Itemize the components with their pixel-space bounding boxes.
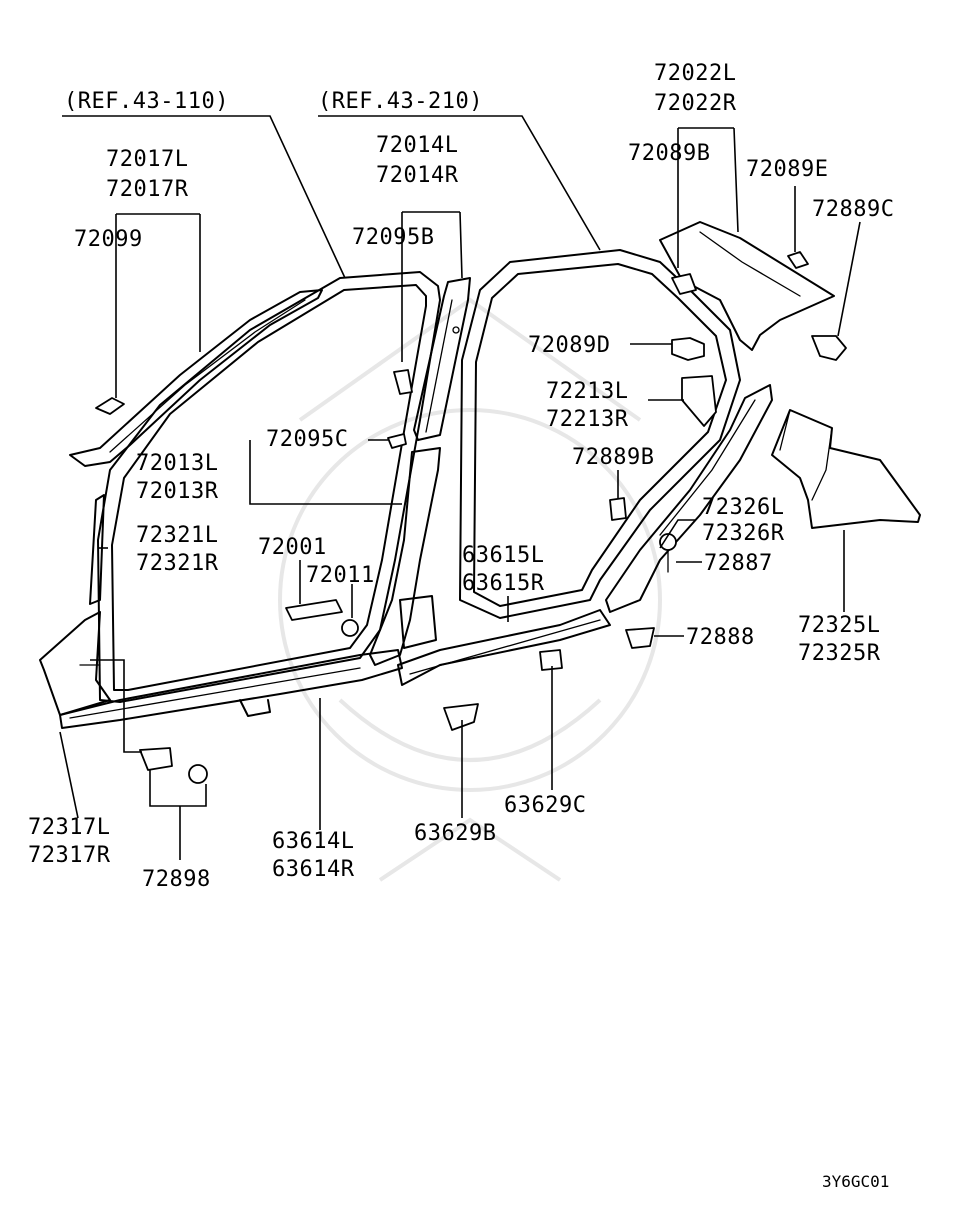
grommet-72898-a — [139, 747, 173, 771]
clip-72095b — [393, 369, 413, 395]
part-label-72321r: 72321R — [136, 551, 219, 576]
clip-63629c — [539, 649, 563, 671]
clip-72095c — [387, 433, 407, 449]
ref-label-43-110: (REF.43-110) — [64, 89, 229, 114]
b-pillar-upper-trim — [413, 277, 471, 441]
part-label-72022r: 72022R — [654, 91, 737, 116]
screw-72898-b — [188, 764, 208, 784]
part-label-72089e: 72089E — [746, 157, 828, 182]
ref-label-43-210: (REF.43-210) — [318, 89, 483, 114]
part-label-72898: 72898 — [142, 867, 211, 892]
a-pillar-trim — [69, 289, 323, 467]
clip-72089e — [787, 251, 809, 269]
cowl-side-trim — [39, 611, 111, 716]
part-label-72013l: 72013L — [136, 451, 218, 476]
part-label-72888: 72888 — [686, 625, 755, 650]
part-label-72213l: 72213L — [546, 379, 628, 404]
part-label-63614r: 63614R — [272, 857, 355, 882]
part-labels: (REF.43-110) (REF.43-210) 72022L 72022R … — [28, 61, 894, 1191]
part-label-72099: 72099 — [74, 227, 143, 252]
part-label-72011: 72011 — [306, 563, 375, 588]
quarter-lower-trim — [605, 384, 773, 613]
part-label-72326l: 72326L — [702, 495, 784, 520]
figure-code: 3Y6GC01 — [822, 1172, 889, 1191]
clip-72001 — [285, 599, 343, 621]
part-label-72887: 72887 — [704, 551, 773, 576]
clip-72888 — [625, 627, 655, 649]
bracket-72213 — [681, 375, 717, 427]
part-label-63615l: 63615L — [462, 543, 544, 568]
watermark-emblem — [278, 297, 662, 882]
part-label-72013r: 72013R — [136, 479, 219, 504]
part-label-72089d: 72089D — [528, 333, 610, 358]
part-label-72014l: 72014L — [376, 133, 458, 158]
part-label-72321l: 72321L — [136, 523, 218, 548]
part-label-72325r: 72325R — [798, 641, 881, 666]
clip-72089d — [671, 337, 705, 361]
part-label-72326r: 72326R — [702, 521, 785, 546]
part-label-72022l: 72022L — [654, 61, 736, 86]
rear-scuff-plate — [397, 609, 611, 686]
part-label-63629b: 63629B — [414, 821, 496, 846]
part-label-63629c: 63629C — [504, 793, 586, 818]
part-label-72317l: 72317L — [28, 815, 110, 840]
part-label-72317r: 72317R — [28, 843, 111, 868]
part-label-72095c: 72095C — [266, 427, 348, 452]
clip-72889c — [811, 335, 847, 361]
clip-72889b — [609, 497, 627, 521]
part-label-72889b: 72889B — [572, 445, 654, 470]
part-label-63614l: 63614L — [272, 829, 354, 854]
part-label-72089b: 72089B — [628, 141, 710, 166]
screw-72011 — [341, 619, 359, 637]
screw-72887 — [659, 533, 677, 573]
rear-door-weatherstrip — [459, 249, 741, 619]
part-label-72001: 72001 — [258, 535, 327, 560]
quarter-upper-trim — [659, 221, 835, 351]
front-door-weatherstrip — [97, 271, 441, 703]
part-label-63615r: 63615R — [462, 571, 545, 596]
clip-72089b — [671, 273, 697, 295]
clip-63629b — [443, 703, 479, 731]
part-label-72889c: 72889C — [812, 197, 894, 222]
part-label-72325l: 72325L — [798, 613, 880, 638]
part-label-72213r: 72213R — [546, 407, 629, 432]
clip-72099 — [95, 397, 125, 415]
front-scuff-plate — [59, 649, 403, 729]
part-label-72017l: 72017L — [106, 147, 188, 172]
part-label-72095b: 72095B — [352, 225, 434, 250]
leader-lines — [59, 115, 861, 860]
part-label-72014r: 72014R — [376, 163, 459, 188]
wheelhouse-trim — [771, 409, 921, 529]
part-label-72017r: 72017R — [106, 177, 189, 202]
b-pillar-lower-trim — [369, 447, 441, 666]
front-pillar-weatherstrip — [89, 494, 105, 605]
